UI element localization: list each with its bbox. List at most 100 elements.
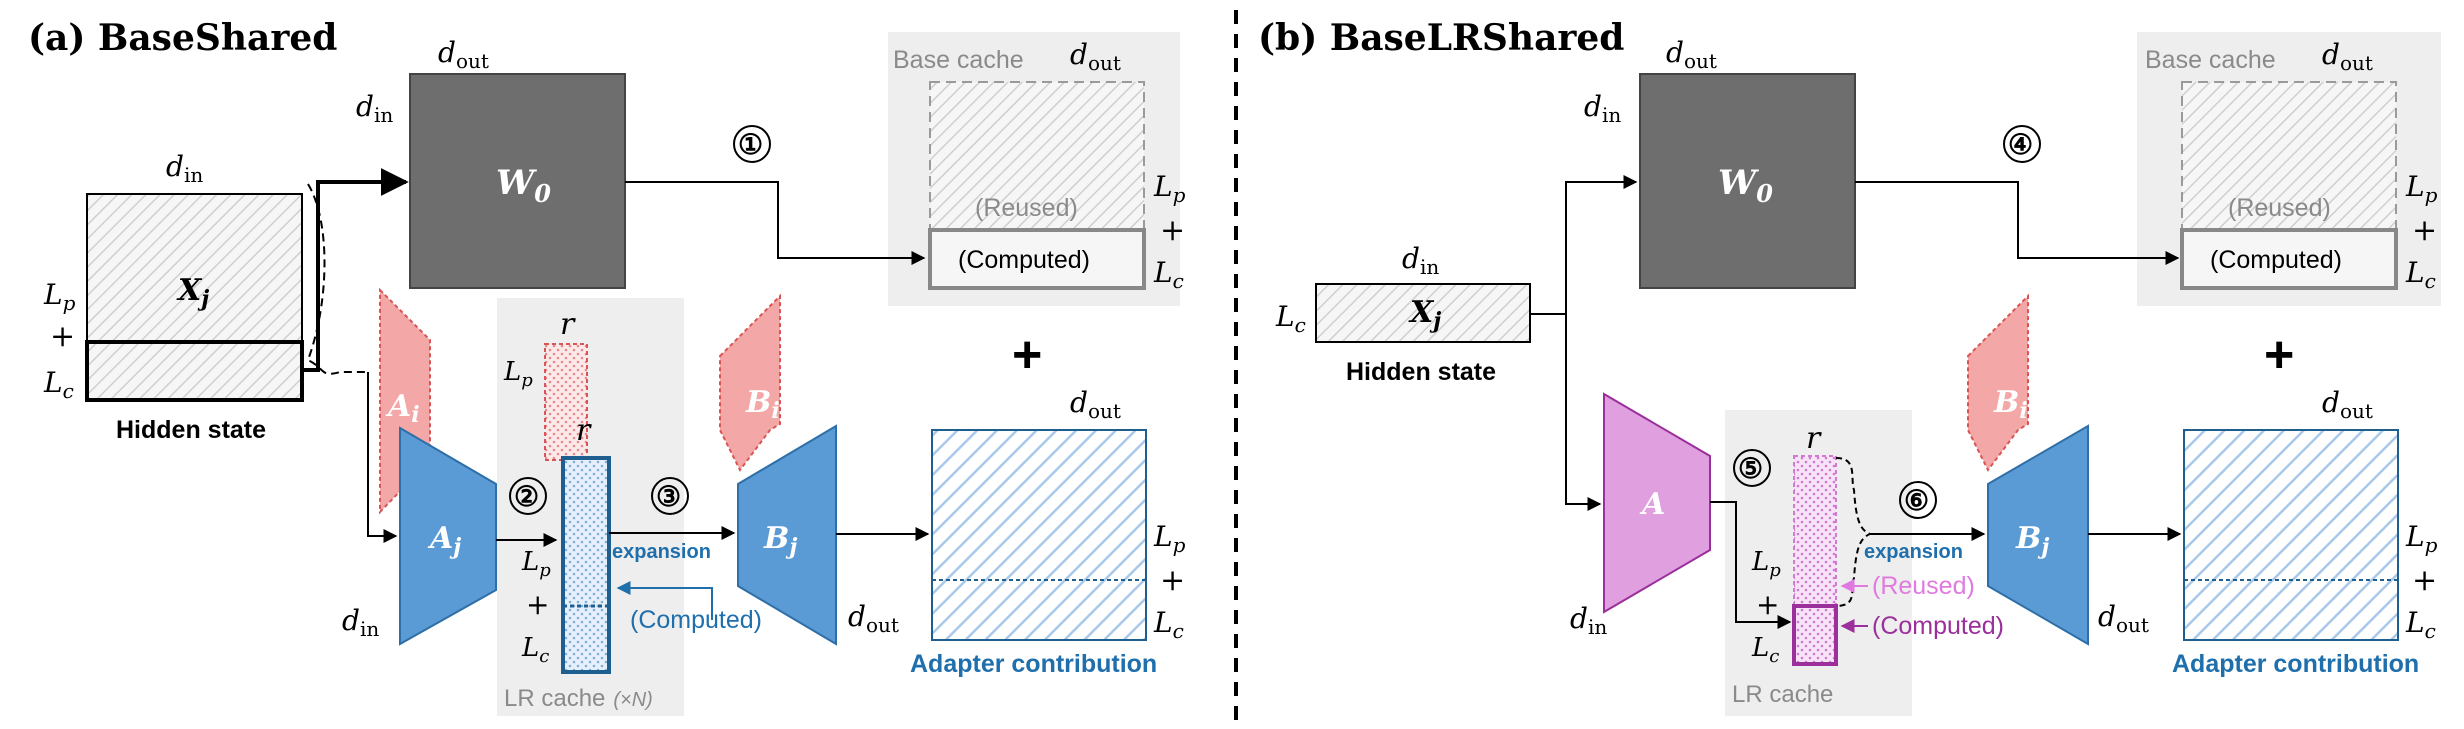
adapter-lp-sub-b: p (2425, 533, 2438, 557)
w0-dout-b: d (1666, 36, 1684, 69)
svg-text:Lc: Lc (1751, 633, 1779, 667)
a-din-sub: in (1588, 615, 1607, 639)
hidden-state-matrix (86, 193, 303, 401)
svg-text:Aj: Aj (427, 521, 461, 560)
lr-lp-sub: p (539, 560, 551, 581)
bj-shape-b (1987, 424, 2089, 646)
base-cache-computed-b: (Computed) (2210, 246, 2342, 274)
aj-label: A (427, 521, 453, 556)
lr-cache-label: LR cache (504, 685, 605, 712)
x-lp: L (43, 278, 63, 311)
bi-label-b: B (1993, 385, 2019, 420)
svg-text:din: din (1584, 90, 1621, 127)
w0-din-sub-b: in (1602, 103, 1621, 127)
base-lc-b: L (2405, 256, 2425, 289)
base-lp-sub-b: p (2425, 183, 2438, 207)
lr-plus-b: + (1756, 588, 1779, 621)
adapter-lc-sub: c (1173, 619, 1184, 643)
svg-text:Lp: Lp (43, 278, 76, 315)
hidden-state-label-b: Hidden state (1346, 358, 1496, 386)
x-din-sub-b: in (1420, 255, 1439, 279)
bi-shape (719, 293, 781, 472)
expansion-label-b: expansion (1864, 541, 1963, 563)
w0-din-b: d (1584, 90, 1602, 123)
r-top-label: r (560, 307, 576, 342)
w0-label-b: W (1718, 163, 1759, 203)
base-cache-dout-sub-b: out (2340, 51, 2373, 75)
aj-din: d (342, 604, 360, 637)
svg-text:Bj: Bj (2015, 521, 2049, 560)
lr-lp: L (521, 547, 539, 577)
lr-reused-label-b: (Reused) (1872, 572, 1975, 600)
hidden-state-label: Hidden state (116, 416, 266, 444)
svg-text:dout: dout (438, 36, 489, 73)
step-5-marker: ⑤ (1738, 452, 1763, 485)
svg-text:din: din (1570, 602, 1607, 639)
svg-text:dout: dout (848, 600, 899, 637)
bj-label: B (763, 521, 789, 556)
lr-computed-label-b: (Computed) (1872, 612, 2004, 640)
svg-text:W0: W0 (496, 163, 551, 208)
svg-text:Lp: Lp (521, 547, 551, 581)
adapter-plus-b: + (2412, 563, 2437, 598)
lr-cache-n: (×N) (613, 689, 652, 711)
panel-b-title: (b) BaseLRShared (1258, 17, 1624, 59)
base-plus-b: + (2412, 213, 2437, 248)
step-3-marker: ③ (656, 480, 681, 513)
bi-shape-b (1967, 293, 2029, 472)
base-lc: L (1153, 256, 1173, 289)
adapter-dout: d (1070, 386, 1088, 419)
w0-matrix-b (1639, 73, 1856, 289)
base-cache-dout: d (1070, 38, 1088, 71)
bi-sub: i (771, 398, 779, 424)
svg-text:Lc: Lc (43, 366, 74, 403)
lr-top-lp: L (503, 357, 521, 387)
adapter-lp-b: L (2405, 520, 2425, 553)
svg-text:Lp: Lp (503, 357, 533, 391)
bi-sub-b: i (2019, 398, 2027, 424)
w0-dout-sub-b: out (1684, 49, 1717, 73)
step-1-marker: ① (738, 128, 763, 161)
x-lp-sub: p (63, 291, 76, 315)
bj-dout-b: d (2098, 600, 2116, 633)
w0-matrix (409, 73, 626, 289)
adapter-contribution-label: Adapter contribution (910, 650, 1157, 678)
r-mid-label: r (576, 413, 592, 448)
svg-text:Bj: Bj (763, 521, 797, 560)
svg-text:Lc: Lc (2405, 256, 2436, 293)
big-plus-a: + (1012, 326, 1042, 384)
base-lp-sub: p (1173, 183, 1186, 207)
svg-text:Xj: Xj (176, 273, 209, 312)
ai-sub: i (411, 402, 419, 428)
adapter-dout-sub: out (1088, 399, 1121, 423)
svg-text:Bi: Bi (1993, 385, 2028, 424)
arrow-lr-computed (616, 581, 713, 620)
base-cache-computed: (Computed) (958, 246, 1090, 274)
svg-text:Lp: Lp (1153, 170, 1186, 207)
base-cache-reused-b: (Reused) (2228, 194, 2331, 222)
svg-text:dout: dout (1070, 38, 1121, 75)
w0-dout: d (438, 36, 456, 69)
base-cache-label: Base cache (893, 46, 1024, 74)
step-6-marker: ⑥ (1904, 484, 1929, 517)
svg-text:Lc: Lc (2405, 606, 2436, 643)
x-din-sub: in (184, 163, 203, 187)
adapter-lp-sub: p (1173, 533, 1186, 557)
lr-cache-block (561, 456, 611, 674)
svg-text:Ai: Ai (385, 389, 420, 428)
step-2-marker: ② (514, 480, 539, 513)
adapter-dout-sub-b: out (2340, 399, 2373, 423)
lr-cache-computed-rows-b (1792, 604, 1838, 666)
arrow-x-to-aj (367, 372, 398, 543)
arrow-x-to-w0-b (1530, 175, 1638, 315)
big-plus-b: + (2264, 326, 2294, 384)
x-din-b: d (1402, 242, 1420, 275)
adapter-lc-sub-b: c (2425, 619, 2436, 643)
svg-text:Xj: Xj (1408, 295, 1441, 334)
svg-text:din: din (1402, 242, 1439, 279)
a-shape (1603, 392, 1711, 614)
a-din: d (1570, 602, 1588, 635)
lr-lc-sub-b: c (1769, 646, 1779, 667)
hidden-state-matrix-b (1315, 283, 1531, 343)
